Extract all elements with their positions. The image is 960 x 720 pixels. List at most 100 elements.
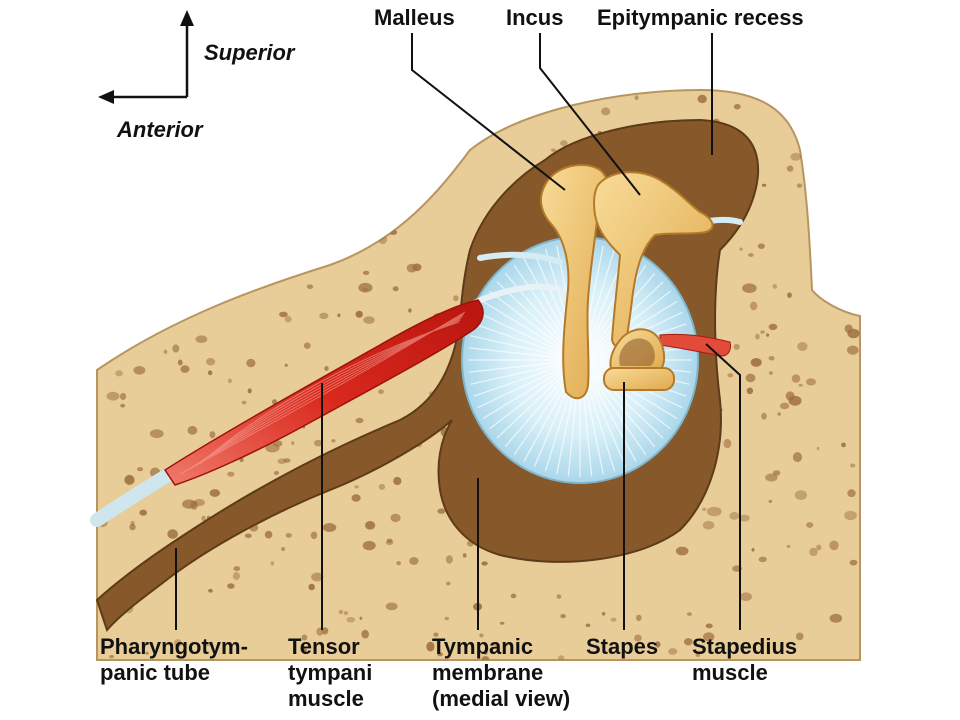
bone-pore <box>167 529 178 539</box>
bone-pore <box>159 327 164 331</box>
bone-pore <box>361 199 368 205</box>
bone-pore <box>504 642 509 647</box>
bone-pore <box>270 561 275 566</box>
bone-pore <box>354 485 359 489</box>
bone-pore <box>760 330 765 334</box>
bone-pore <box>180 365 190 373</box>
bone-pore <box>185 195 190 201</box>
bone-pore <box>358 282 373 293</box>
membrane-ray <box>513 264 569 345</box>
bone-pore <box>437 652 443 657</box>
bone-pore <box>742 283 757 294</box>
bone-pore <box>285 533 292 538</box>
bone-pore <box>850 463 856 468</box>
bone-pore <box>173 160 185 169</box>
bone-pore <box>352 145 361 154</box>
bone-pore <box>308 583 315 591</box>
bone-pore <box>291 441 295 446</box>
bone-pore <box>322 523 337 532</box>
bone-pore <box>174 157 184 165</box>
bone-pore <box>306 284 314 290</box>
bone-pore <box>779 402 790 410</box>
membrane-ray <box>595 290 671 349</box>
bone-pore <box>385 602 398 611</box>
bone-pore <box>727 373 734 378</box>
bone-pore <box>285 155 296 164</box>
incus-label: Incus <box>506 5 564 30</box>
bone-pore <box>246 358 256 368</box>
membrane-ray <box>513 375 569 456</box>
bone-pore <box>739 247 743 251</box>
bone-pore <box>483 651 488 655</box>
bone-pore <box>816 544 822 551</box>
bone-pore <box>847 489 856 498</box>
bone-pore <box>331 439 336 443</box>
bone-pore <box>172 344 180 353</box>
bone-pore <box>363 316 375 324</box>
bone-pore <box>733 343 740 350</box>
bone-pore <box>684 638 693 646</box>
bone-pore <box>469 103 480 111</box>
membrane-ray <box>482 369 564 420</box>
bone-pore <box>390 215 398 223</box>
bone-pore <box>556 594 562 599</box>
bone-pore <box>786 544 791 549</box>
bone-pore <box>201 515 206 522</box>
membrane-ray <box>489 371 565 430</box>
bone-pore <box>408 308 412 313</box>
bone-pore <box>798 383 803 387</box>
bone-pore <box>814 138 819 144</box>
bone-pore <box>486 107 493 113</box>
bone-pore <box>785 391 795 401</box>
bone-pore <box>748 253 754 257</box>
bone-pore <box>560 140 568 147</box>
bone-pore <box>826 146 837 153</box>
membrane-ray <box>587 378 627 468</box>
membrane-ray <box>468 361 561 373</box>
bone-pore <box>768 323 778 331</box>
bone-pore <box>437 508 446 514</box>
bone-pore <box>750 301 758 311</box>
bone-pore <box>182 499 197 509</box>
bone-pore <box>351 494 361 502</box>
bone-pore <box>433 632 439 637</box>
membrane-ray <box>496 372 566 439</box>
bone-pore <box>481 656 490 660</box>
bone-pore <box>757 243 765 249</box>
bone-pore <box>209 431 216 439</box>
bone-pore <box>738 514 750 522</box>
bone-pore <box>695 653 700 657</box>
bone-pore <box>253 196 264 205</box>
bone-pore <box>445 555 453 564</box>
bone-pore <box>115 370 123 377</box>
bone-pore <box>461 93 468 98</box>
orientation-arrows <box>110 20 189 99</box>
bone-pore <box>453 295 459 302</box>
bone-pore <box>219 90 226 95</box>
bone-pore <box>791 374 801 383</box>
stapedius-muscle-label: Stapedius muscle <box>692 634 798 685</box>
bone-pore <box>751 548 755 552</box>
bone-pore <box>120 392 127 401</box>
bone-pore <box>277 458 287 465</box>
bone-pore <box>768 371 773 375</box>
bone-pore <box>241 400 247 405</box>
bone-pore <box>729 512 740 520</box>
bone-pore <box>412 263 422 272</box>
bone-pore <box>115 241 124 248</box>
bone-pore <box>830 91 838 98</box>
bone-pore <box>750 358 762 367</box>
bone-pore <box>849 559 858 566</box>
bone-pore <box>739 592 753 601</box>
bone-pore <box>787 292 792 299</box>
bone-pore <box>98 291 107 299</box>
bone-pore <box>499 621 505 625</box>
bone-pore <box>462 553 467 558</box>
bone-pore <box>444 616 449 621</box>
membrane-ray <box>583 379 604 475</box>
membrane-ray <box>589 377 637 462</box>
bone-pore <box>309 90 318 94</box>
bone-pore <box>362 540 376 551</box>
bone-pore <box>279 311 288 318</box>
